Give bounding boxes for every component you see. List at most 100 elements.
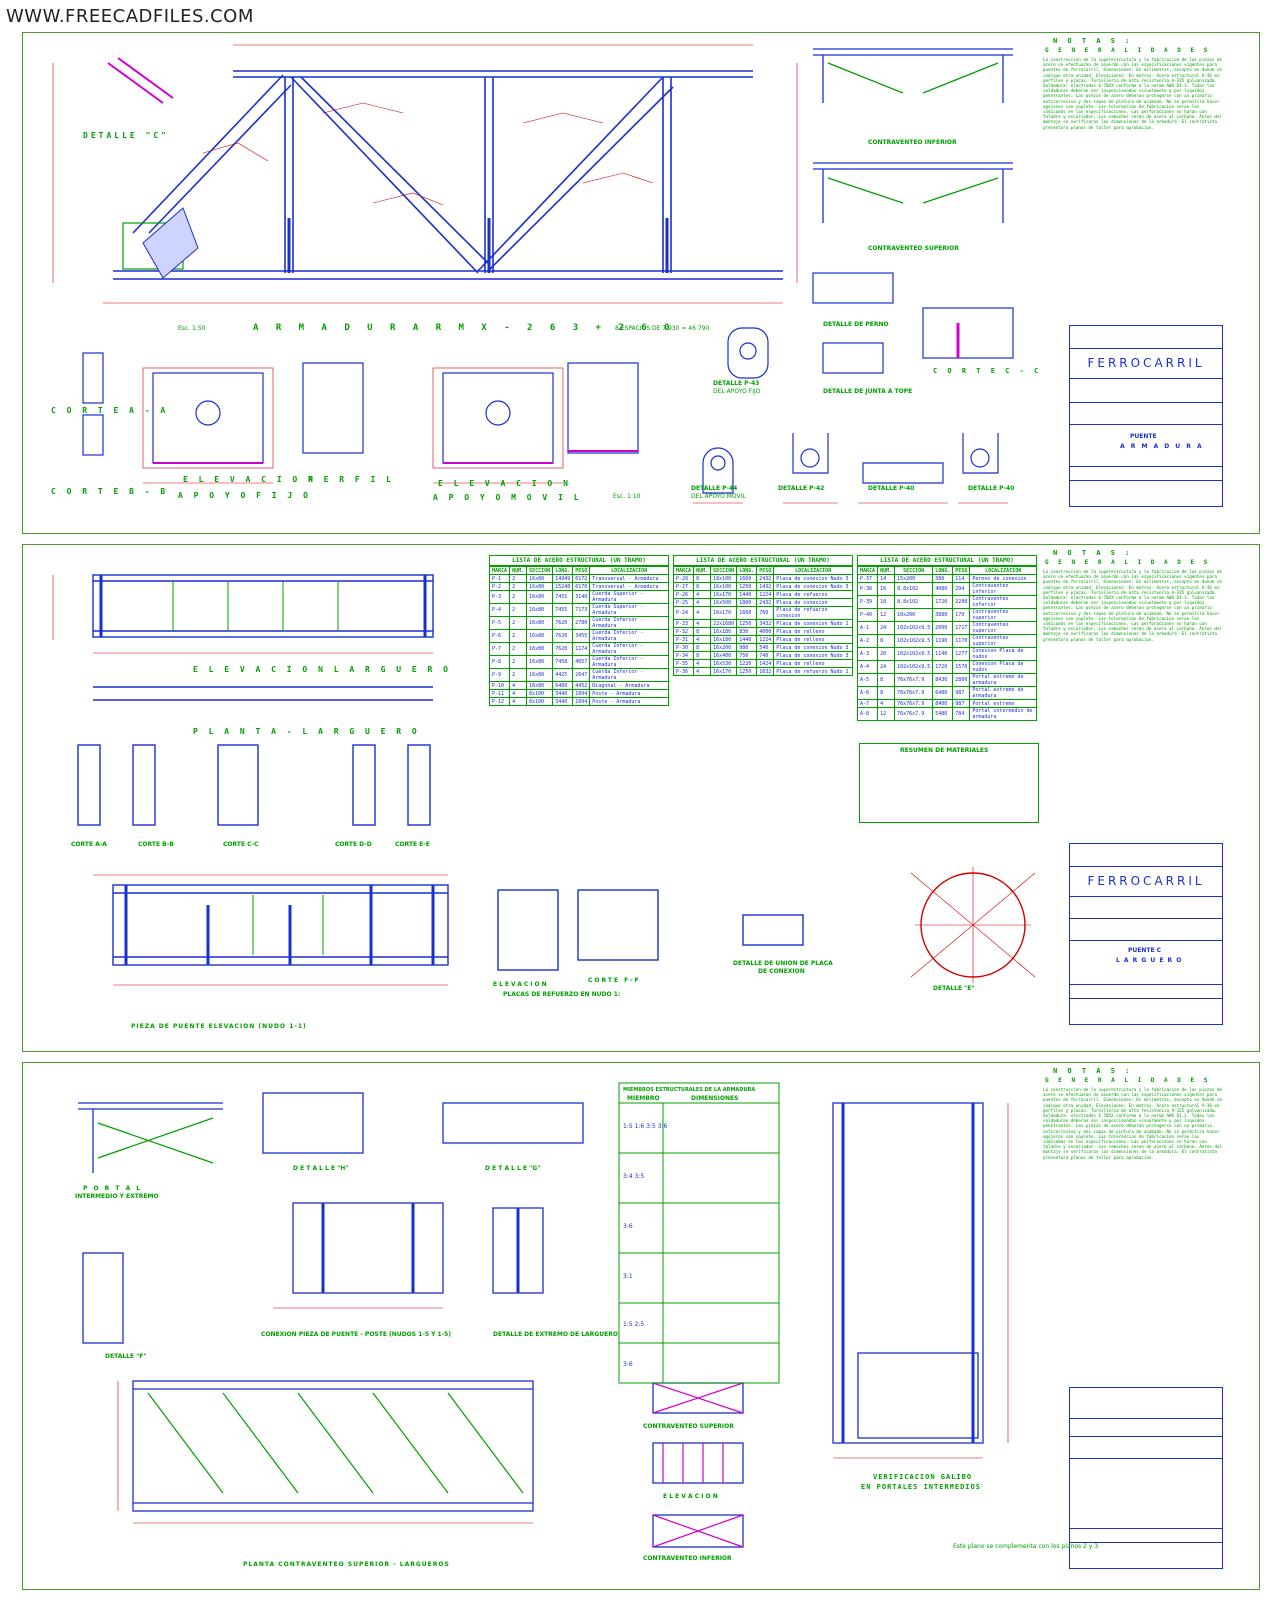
- detalle-p43-label: DETALLE P-43: [713, 380, 760, 387]
- table-cell: Portal extremo de armadura: [969, 673, 1037, 687]
- table-cell: 16x80: [526, 582, 554, 591]
- sheet-larguero: E L E V A C I O N L A R G U E R O P L A …: [22, 544, 1260, 1052]
- table-cell: 6172: [572, 574, 591, 583]
- lista-acero-table-2: LISTA DE ACERO ESTRUCTURAL (UN TRAMO) MA…: [672, 555, 853, 676]
- table-cell: 5480: [932, 707, 954, 721]
- table-cell: Portal intermedio de armadura: [969, 707, 1037, 721]
- table-cell: Cuerda Superior - Armadura: [589, 590, 669, 604]
- table-cell: 1250: [736, 667, 758, 676]
- table-cell: 4080: [932, 582, 954, 596]
- cv-superior-label: CONTRAVENTEO SUPERIOR: [643, 1423, 734, 1430]
- table-cell: 7455: [552, 603, 574, 617]
- table-cell: 2647: [572, 668, 591, 682]
- table-cell: Placa de refuerzo: [773, 590, 853, 599]
- table-cell: Contraventeo inferior: [969, 582, 1037, 596]
- table-cell: 7458: [552, 655, 574, 669]
- table-cell: Placa de refuerzo conexion: [773, 606, 853, 620]
- table-cell: 16x80: [526, 574, 554, 583]
- lista-acero-table-3: LISTA DE ACERO ESTRUCTURAL (UN TRAMO) MA…: [856, 555, 1037, 721]
- apoyo-fijo-label: A P O Y O F I J O: [178, 491, 311, 500]
- table-cell: 3455: [572, 629, 591, 643]
- table-cell: 1094: [572, 697, 591, 706]
- table-cell: 2200: [952, 595, 971, 609]
- table-cell: A-7: [856, 699, 879, 708]
- table-cell: Contraventeo superior: [969, 621, 1037, 635]
- table-cell: 380: [932, 574, 954, 583]
- portales-drawing: [78, 1082, 1009, 1548]
- table-cell: 102x102x9.5: [894, 621, 934, 635]
- table-cell: 1250: [736, 619, 758, 628]
- table-cell: Poste - Armadura: [589, 689, 669, 698]
- portal-sub-label: INTERMEDIO Y EXTREMO: [75, 1193, 159, 1200]
- title-block: FERROCARRIL PUENTE A R M A D U R A: [1069, 325, 1223, 507]
- table-cell: 1660: [736, 606, 758, 620]
- table-cell: P-28: [672, 574, 695, 583]
- table-cell: Placa de conexion Nudo 3: [773, 582, 853, 591]
- miembro-col: MIEMBRO: [627, 1095, 660, 1102]
- table-cell: Conexion Placa de nudos: [969, 647, 1037, 661]
- pieza-puente-label: PIEZA DE PUENTE ELEVACION (NUDO 1-1): [131, 1023, 307, 1030]
- table-cell: 8: [693, 574, 712, 583]
- table-cell: 8430: [932, 673, 954, 687]
- table-cell: 114: [952, 574, 971, 583]
- table-cell: Placa de conexion Nudo 3: [773, 651, 853, 660]
- title-block-3: [1069, 1387, 1223, 1569]
- table-cell: 980: [736, 643, 758, 652]
- table-cell: 2: [509, 668, 528, 682]
- table-cell: 3440: [552, 697, 574, 706]
- col-peso: PESO: [756, 566, 775, 575]
- table-cell: P-1: [488, 574, 511, 583]
- table-cell: P-8: [488, 655, 511, 669]
- table-cell: 4057: [572, 655, 591, 669]
- col-localizacion: LOCALIZACION: [589, 566, 669, 575]
- notes-body: La construccion de la superestructura y …: [1043, 57, 1222, 130]
- detalle-g-label: D E T A L L E "G": [485, 1165, 541, 1172]
- brand-name: FERROCARRIL: [1087, 356, 1205, 370]
- table-cell: 102x102x9.5: [894, 660, 934, 674]
- table-cell: A-8: [856, 707, 879, 721]
- table-cell: 2: [509, 629, 528, 643]
- armadura-drawing: [52, 44, 1014, 504]
- table-cell: 3880: [932, 608, 954, 622]
- corte-ff-label: CORTE F-F: [588, 977, 641, 984]
- table-cell: A-2: [856, 634, 879, 648]
- table-cell: 8x100: [526, 689, 554, 698]
- corte-cc2-label: CORTE C-C: [223, 841, 259, 848]
- table-cell: 16x180: [710, 635, 738, 644]
- detalle-perno-label: DETALLE DE PERNO: [823, 321, 889, 328]
- table-cell: P-34: [672, 651, 695, 660]
- table-cell: 2800: [952, 673, 971, 687]
- lista-acero-table-1: LISTA DE ACERO ESTRUCTURAL (UN TRAMO) MA…: [488, 555, 669, 706]
- col-num: NUM.: [877, 566, 896, 575]
- table-cell: 15x200: [894, 574, 934, 583]
- col-seccion: SECCION: [526, 566, 554, 575]
- table-cell: 8x100: [526, 697, 554, 706]
- contraventeo-inferior-label: CONTRAVENTEO INFERIOR: [868, 139, 957, 146]
- col-localizacion: LOCALIZACION: [773, 566, 853, 575]
- elevacion2-label: ELEVACION: [493, 981, 549, 988]
- detalle-e-label: DETALLE "E": [933, 985, 975, 992]
- table-cell: P-11: [488, 689, 511, 698]
- table-cell: 2000: [932, 621, 954, 635]
- table-cell: Placa de relleno: [773, 659, 853, 668]
- table-cell: Placa de conexion Nudo 3: [773, 643, 853, 652]
- table-cell: 1432: [756, 582, 775, 591]
- table-cell: 24: [877, 621, 896, 635]
- table-cell: 16x80: [526, 642, 554, 656]
- table-cell: Conexion Placa de nudos: [969, 660, 1037, 674]
- member-row-4: 3:1: [623, 1273, 633, 1280]
- table-cell: P-6: [488, 629, 511, 643]
- complementa-note: Este plano se complementa con los planos…: [953, 1543, 1099, 1550]
- table-cell: 16x200: [710, 643, 738, 652]
